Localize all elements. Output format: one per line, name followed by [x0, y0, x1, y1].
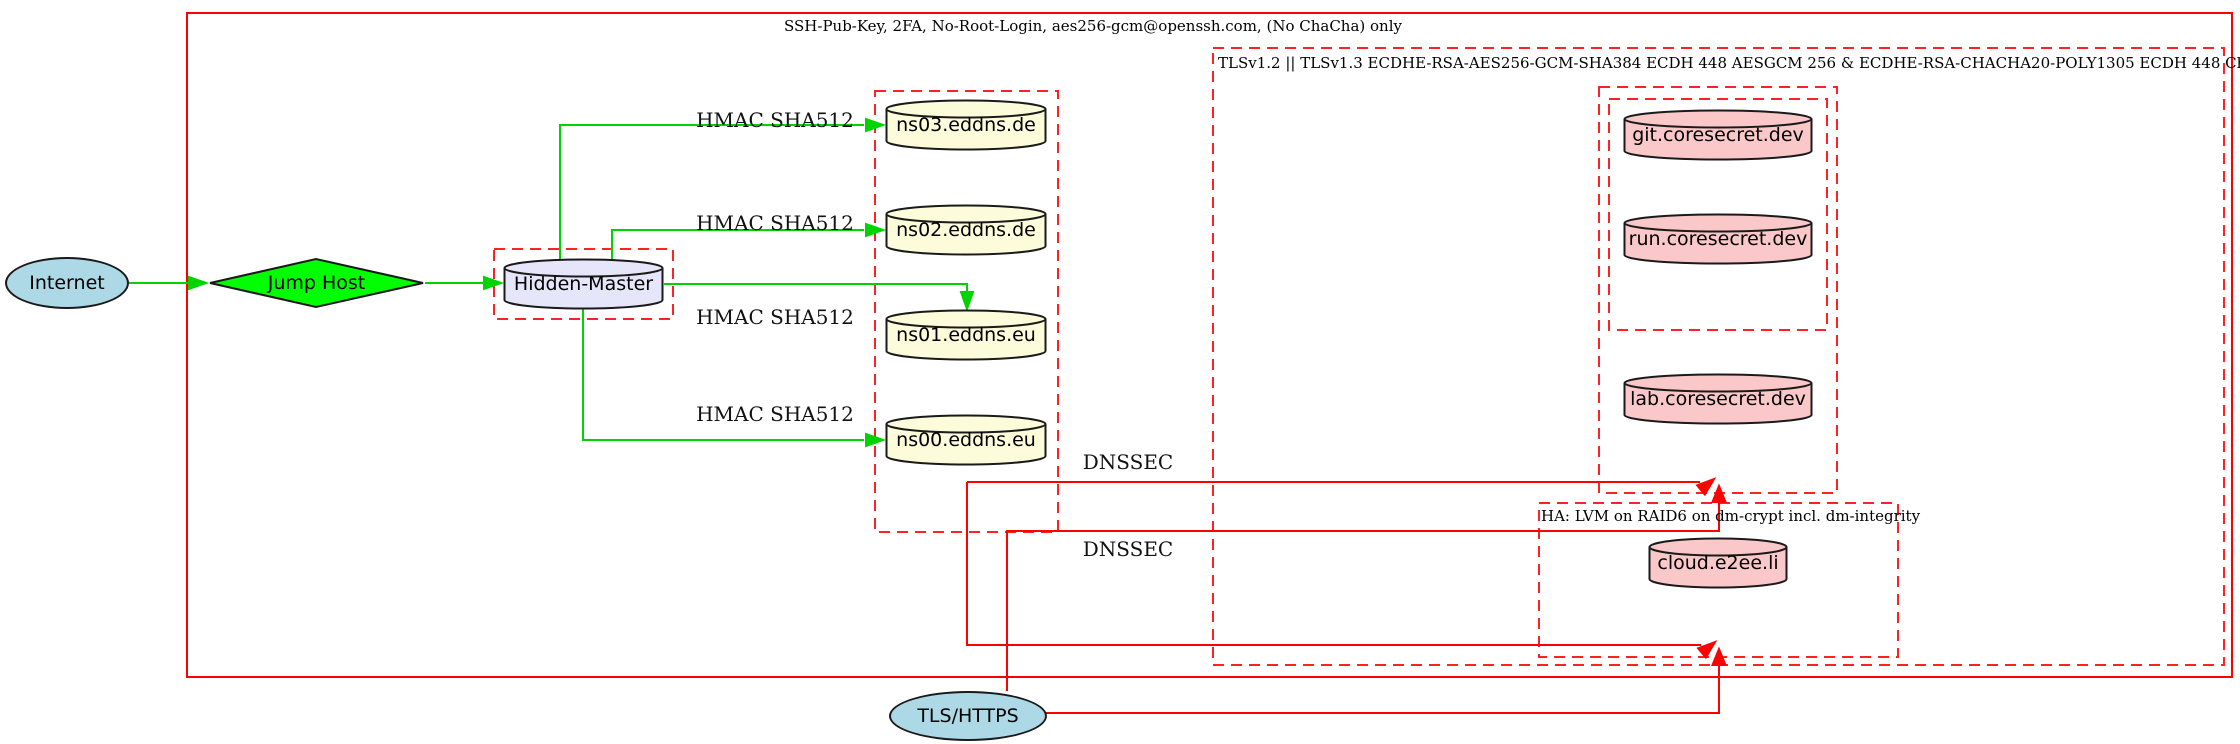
internet-node-label: Internet [29, 272, 105, 294]
arrowhead-icon [865, 117, 887, 133]
run-node-label: run.coresecret.dev [1628, 228, 1808, 250]
cylinder-shape [1623, 373, 1813, 425]
cylinder-shape [503, 258, 664, 310]
git-node-label: git.coresecret.dev [1632, 124, 1804, 146]
cylinder-shape [1623, 109, 1813, 161]
tls-https-node-label: TLS/HTTPS [917, 705, 1019, 727]
web-inner-cluster-box [1608, 98, 1828, 331]
ha-cluster-label: HA: LVM on RAID6 on dm-crypt incl. dm-in… [1541, 507, 1921, 525]
arrowhead-icon [1711, 483, 1727, 503]
tls-cluster-label: TLSv1.2 || TLSv1.3 ECDHE-RSA-AES256-GCM-… [1218, 54, 2240, 72]
internet-node: Internet [5, 257, 129, 309]
cloud-node: cloud.e2ee.li [1648, 537, 1788, 589]
cylinder-shape [885, 99, 1047, 151]
edge-label-hmac-4: HMAC SHA512 [696, 402, 854, 426]
edge-hiddenmaster-ns03 [559, 117, 887, 261]
edge-dnssec-to-web-cluster [967, 477, 1717, 497]
run-node: run.coresecret.dev [1623, 213, 1813, 265]
edge-tlshttps-to-web-cluster [1006, 483, 1727, 691]
ns02-node: ns02.eddns.de [885, 204, 1047, 256]
edge-hiddenmaster-ns01 [664, 283, 975, 313]
arrowhead-icon [188, 275, 210, 291]
edge-label-hmac-2: HMAC SHA512 [696, 211, 854, 235]
edge-hiddenmaster-ns00 [582, 307, 887, 448]
lab-node: lab.coresecret.dev [1623, 373, 1813, 425]
cylinder-shape [1648, 537, 1788, 589]
edge-hiddenmaster-ns02 [611, 222, 887, 261]
arrowhead-icon [1695, 477, 1717, 497]
arrowhead-icon [865, 222, 887, 238]
ns00-node-label: ns00.eddns.eu [896, 429, 1036, 451]
lab-node-label: lab.coresecret.dev [1630, 388, 1806, 410]
diamond-shape [209, 257, 424, 309]
ns01-node: ns01.eddns.eu [885, 309, 1047, 361]
jump-host-node-label: Jump Host [267, 272, 366, 294]
ssh-cluster-label: SSH-Pub-Key, 2FA, No-Root-Login, aes256-… [784, 17, 1402, 35]
edge-label-hmac-3: HMAC SHA512 [696, 305, 854, 329]
edge-label-hmac-1: HMAC SHA512 [696, 108, 854, 132]
edge-internet-jumphost [128, 275, 210, 291]
edge-label-dnssec-1: DNSSEC [1082, 450, 1174, 474]
dns-cluster-box [874, 90, 1059, 533]
arrowhead-icon [1711, 646, 1727, 666]
edge-label-dnssec-2: DNSSEC [1082, 537, 1174, 561]
edge-tlshttps-to-ha-cluster [1045, 646, 1727, 714]
ns03-node: ns03.eddns.de [885, 99, 1047, 151]
red-edges [966, 477, 1727, 714]
hidden-master-node: Hidden-Master [503, 258, 664, 310]
jump-host-node: Jump Host [208, 257, 425, 309]
ns01-node-label: ns01.eddns.eu [896, 324, 1036, 346]
ns00-node: ns00.eddns.eu [885, 414, 1047, 466]
green-edges [128, 117, 975, 448]
cylinder-shape [885, 204, 1047, 256]
cylinder-shape [1623, 213, 1813, 265]
ssh-cluster-box [186, 12, 2233, 678]
arrowhead-icon [959, 291, 975, 313]
edge-dnssec-to-ha-cluster [966, 482, 1718, 660]
cylinder-shape [885, 309, 1047, 361]
arrowhead-icon [483, 275, 505, 291]
cloud-node-label: cloud.e2ee.li [1657, 552, 1779, 574]
cylinder-shape [885, 414, 1047, 466]
arrowhead-icon [1696, 640, 1718, 660]
ns02-node-label: ns02.eddns.de [896, 219, 1036, 241]
arrowhead-icon [865, 432, 887, 448]
edge-jumphost-hiddenmaster [425, 275, 505, 291]
git-node: git.coresecret.dev [1623, 109, 1813, 161]
hidden-master-node-label: Hidden-Master [513, 273, 654, 295]
tls-https-node: TLS/HTTPS [889, 691, 1047, 741]
ns03-node-label: ns03.eddns.de [896, 114, 1036, 136]
